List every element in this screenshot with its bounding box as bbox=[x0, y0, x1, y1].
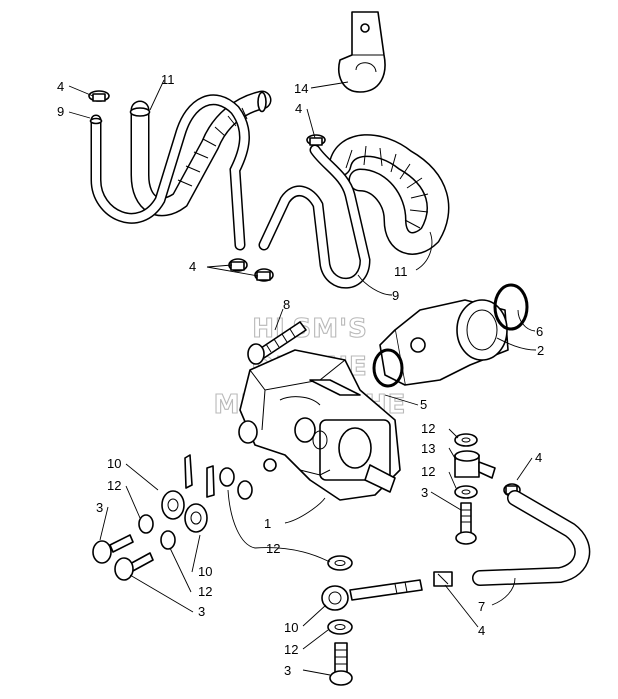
callout-11: 11 bbox=[394, 264, 408, 279]
hose-clamp-bottom bbox=[433, 571, 453, 587]
callout-9: 9 bbox=[392, 288, 399, 303]
callout-5: 5 bbox=[420, 397, 427, 412]
callout-4: 4 bbox=[535, 450, 542, 465]
pump-lever bbox=[309, 379, 361, 396]
callout-8: 8 bbox=[283, 297, 290, 312]
callout-12: 12 bbox=[421, 464, 435, 479]
hose-clamp-mid-right bbox=[254, 268, 274, 282]
oil-line-left bbox=[89, 94, 250, 251]
banjo-bolt-bottom bbox=[329, 642, 353, 686]
callout-4: 4 bbox=[189, 259, 196, 274]
callout-9: 9 bbox=[57, 104, 64, 119]
washer-group-left bbox=[138, 467, 253, 550]
banjo-bolt-right bbox=[455, 502, 477, 545]
banjo-fitting-bottom bbox=[321, 579, 423, 611]
callout-12: 12 bbox=[284, 642, 298, 657]
outlet-housing bbox=[379, 299, 509, 386]
o-ring-large bbox=[493, 283, 529, 331]
hose-clamp-top-left bbox=[88, 90, 110, 102]
washer-bottom bbox=[327, 619, 353, 635]
callout-3: 3 bbox=[421, 485, 428, 500]
callout-3: 3 bbox=[198, 604, 205, 619]
mounting-bolt bbox=[247, 321, 307, 365]
callout-3: 3 bbox=[284, 663, 291, 678]
callout-4: 4 bbox=[478, 623, 485, 638]
callout-14: 14 bbox=[294, 81, 308, 96]
oil-line-right bbox=[258, 144, 371, 289]
oil-hose-right bbox=[328, 134, 450, 255]
union-fitting bbox=[454, 450, 496, 479]
callout-labels: 4 9 11 14 4 11 9 4 8 6 2 5 12 13 12 3 4 … bbox=[57, 72, 544, 678]
callout-4: 4 bbox=[57, 79, 64, 94]
banjo-fitting-left-2 bbox=[184, 465, 215, 533]
banjo-bolt-left-2 bbox=[114, 552, 154, 581]
callout-12: 12 bbox=[266, 541, 280, 556]
hose-clamp-top-right bbox=[306, 134, 326, 146]
callout-12: 12 bbox=[198, 584, 212, 599]
callout-10: 10 bbox=[198, 564, 212, 579]
callout-13: 13 bbox=[421, 441, 435, 456]
hose-clamp-mid-left bbox=[228, 258, 248, 272]
callout-7: 7 bbox=[478, 599, 485, 614]
callout-1: 1 bbox=[264, 516, 271, 531]
callout-3: 3 bbox=[96, 500, 103, 515]
callout-12: 12 bbox=[107, 478, 121, 493]
washer-group-right bbox=[454, 433, 478, 499]
callout-11: 11 bbox=[161, 72, 175, 87]
callout-10: 10 bbox=[107, 456, 121, 471]
callout-2: 2 bbox=[537, 343, 544, 358]
o-ring-small bbox=[372, 348, 404, 388]
watermark-line-1: HLSM'S bbox=[252, 314, 368, 344]
cable-clip bbox=[338, 11, 386, 93]
banjo-bolt-left-1 bbox=[92, 534, 134, 564]
oil-line-lower bbox=[472, 490, 591, 586]
oil-pump-body bbox=[238, 349, 401, 501]
banjo-fitting-left-1 bbox=[161, 454, 193, 520]
callout-6: 6 bbox=[536, 324, 543, 339]
washer-bottom-center bbox=[327, 555, 353, 571]
callout-12: 12 bbox=[421, 421, 435, 436]
callout-4: 4 bbox=[295, 101, 302, 116]
callout-10: 10 bbox=[284, 620, 298, 635]
leader-lines bbox=[68, 79, 537, 676]
oil-hose-left bbox=[129, 90, 272, 217]
